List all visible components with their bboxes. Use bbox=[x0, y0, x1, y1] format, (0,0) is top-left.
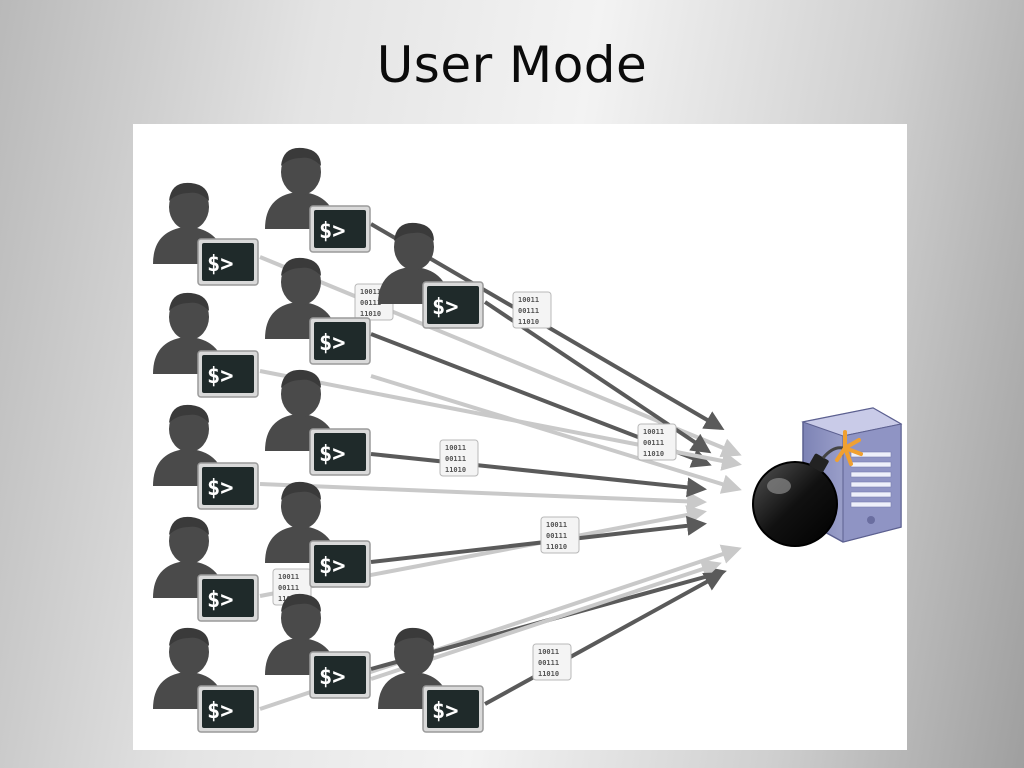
target-server bbox=[752, 407, 903, 547]
packet-bits: 00111 bbox=[445, 455, 466, 463]
binary-packet-icon: 10011 00111 11010 bbox=[540, 516, 580, 554]
terminal-prompt: $> bbox=[319, 219, 346, 244]
terminal-prompt: $> bbox=[207, 699, 234, 724]
terminal-prompt: $> bbox=[319, 331, 346, 356]
users-layer: $> $> $> $> $> $> $> $> $> $> $> $> bbox=[153, 147, 484, 733]
packet-bits: 10011 bbox=[518, 296, 539, 304]
spark-icon bbox=[835, 430, 863, 466]
packet-bits: 10011 bbox=[538, 648, 559, 656]
terminal-icon: $> bbox=[422, 685, 484, 733]
terminal-prompt: $> bbox=[207, 364, 234, 389]
flow-arrow bbox=[370, 452, 707, 498]
packet-bits: 10011 bbox=[360, 288, 381, 296]
ddos-diagram: 10011 00111 11010 10011 00111 11010 10011 00111… bbox=[133, 124, 907, 750]
flow-arrow bbox=[484, 572, 725, 706]
packet-bits: 11010 bbox=[518, 318, 539, 326]
binary-packet-icon: 10011 00111 11010 bbox=[637, 423, 677, 461]
terminal-icon: $> bbox=[197, 685, 259, 733]
terminal-icon: $> bbox=[309, 317, 371, 365]
packet-bits: 00111 bbox=[538, 659, 559, 667]
terminal-icon: $> bbox=[422, 281, 484, 329]
terminal-prompt: $> bbox=[319, 554, 346, 579]
packet-bits: 00111 bbox=[360, 299, 381, 307]
flow-arrow bbox=[370, 374, 742, 494]
binary-packet-icon: 10011 00111 11010 bbox=[532, 643, 572, 681]
slide-title: User Mode bbox=[376, 36, 648, 94]
terminal-icon: $> bbox=[197, 350, 259, 398]
binary-packet-icon: 10011 00111 11010 bbox=[512, 291, 552, 329]
flow-arrow bbox=[259, 255, 742, 458]
terminal-prompt: $> bbox=[432, 699, 459, 724]
packet-bits: 11010 bbox=[445, 466, 466, 474]
terminal-icon: $> bbox=[197, 462, 259, 510]
terminal-icon: $> bbox=[197, 238, 259, 286]
packet-bits: 00111 bbox=[518, 307, 539, 315]
terminal-icon: $> bbox=[309, 540, 371, 588]
terminal-prompt: $> bbox=[207, 588, 234, 613]
terminal-icon: $> bbox=[309, 428, 371, 476]
diagram-canvas: 10011 00111 11010 10011 00111 11010 10011 00111… bbox=[153, 147, 903, 733]
binary-packet-icon: 10011 00111 11010 bbox=[439, 439, 479, 477]
user-icon bbox=[153, 404, 225, 486]
packet-bits: 00111 bbox=[643, 439, 664, 447]
packet-bits: 11010 bbox=[360, 310, 381, 318]
flow-arrow bbox=[259, 482, 707, 512]
packet-bits: 11010 bbox=[538, 670, 559, 678]
packet-bits: 00111 bbox=[546, 532, 567, 540]
terminal-prompt: $> bbox=[207, 252, 234, 277]
terminal-icon: $> bbox=[309, 205, 371, 253]
terminal-prompt: $> bbox=[319, 442, 346, 467]
packet-bits: 11010 bbox=[546, 543, 567, 551]
packet-bits: 10011 bbox=[546, 521, 567, 529]
terminal-icon: $> bbox=[197, 574, 259, 622]
terminal-icon: $> bbox=[309, 651, 371, 699]
packet-bits: 10011 bbox=[445, 444, 466, 452]
user-icon bbox=[265, 257, 337, 339]
packet-bits: 10011 bbox=[278, 573, 299, 581]
terminal-prompt: $> bbox=[319, 665, 346, 690]
bomb-icon bbox=[752, 430, 863, 547]
packet-bits: 11010 bbox=[643, 450, 664, 458]
packet-bits: 10011 bbox=[643, 428, 664, 436]
packet-bits: 00111 bbox=[278, 584, 299, 592]
flow-arrow bbox=[370, 515, 707, 564]
terminal-prompt: $> bbox=[432, 295, 459, 320]
terminal-prompt: $> bbox=[207, 476, 234, 501]
